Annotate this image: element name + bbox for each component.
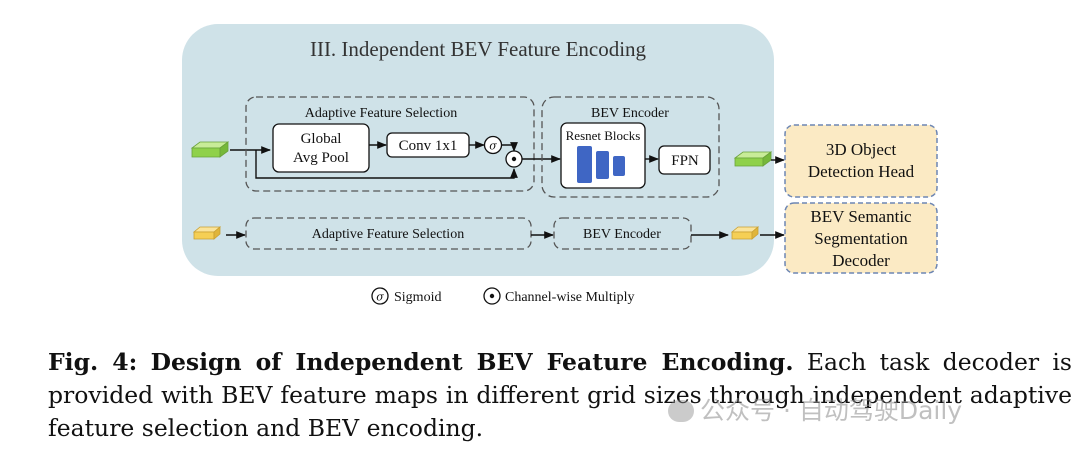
yellow-feature-map-input	[192, 226, 222, 240]
global-avg-pool-line1: Global	[301, 131, 342, 147]
legend-channel-wise-label: Channel-wise Multiply	[505, 290, 635, 305]
legend: σ Sigmoid Channel-wise Multiply	[371, 287, 635, 305]
segmentation-decoder-line3: Decoder	[832, 251, 890, 270]
fpn-label: FPN	[671, 153, 699, 169]
segmentation-decoder-line2: Segmentation	[814, 229, 908, 248]
figure-caption: Fig. 4: Design of Independent BEV Featur…	[48, 346, 1072, 445]
watermark-text: 公众号 · 自动驾驶Daily	[700, 396, 963, 425]
detection-head-line1: 3D Object	[826, 140, 897, 159]
conv-1x1-label: Conv 1x1	[399, 138, 458, 154]
legend-sigmoid-icon: σ	[371, 287, 389, 305]
detection-head-box	[784, 124, 938, 198]
sigmoid-icon: σ	[483, 135, 503, 155]
fpn-box	[658, 145, 711, 175]
panel-background	[182, 24, 774, 276]
resnet-blocks-icon	[577, 146, 625, 183]
caption-text: Each task decoder is provided with BEV f…	[48, 348, 1072, 442]
channel-wise-multiply-icon	[505, 150, 523, 168]
panel-title: III. Independent BEV Feature Encoding	[310, 37, 647, 61]
caption-label: Fig. 4:	[48, 348, 138, 376]
caption-title: Design of Independent BEV Feature Encodi…	[150, 348, 794, 376]
wechat-icon	[668, 400, 694, 422]
svg-text:σ: σ	[376, 291, 384, 304]
green-feature-map-input	[190, 141, 230, 158]
segmentation-decoder-line1: BEV Semantic	[810, 207, 912, 226]
detection-head-line2: Detection Head	[808, 162, 915, 181]
afs-label-bottom: Adaptive Feature Selection	[312, 227, 464, 242]
bev-encoder-box-bottom	[553, 217, 692, 250]
global-avg-pool-box	[272, 123, 370, 173]
afs-label-top: Adaptive Feature Selection	[305, 106, 457, 121]
segmentation-decoder-box	[784, 202, 938, 274]
bev-encoding-diagram: III. Independent BEV Feature Encoding Ad…	[182, 24, 938, 305]
global-avg-pool-line2: Avg Pool	[293, 150, 349, 166]
bev-encoder-label-top: BEV Encoder	[591, 106, 669, 121]
resnet-blocks-label: Resnet Blocks	[566, 128, 641, 143]
legend-channel-wise-multiply-icon	[483, 287, 501, 305]
afs-box-top	[245, 96, 535, 192]
bev-encoder-box-top	[541, 96, 720, 198]
svg-text:σ: σ	[489, 140, 497, 153]
afs-box-bottom	[245, 217, 532, 250]
yellow-feature-map-output	[730, 226, 760, 240]
watermark: 公众号 · 自动驾驶Daily	[668, 391, 962, 427]
bev-encoder-label-bottom: BEV Encoder	[583, 227, 661, 242]
legend-sigmoid-label: Sigmoid	[394, 290, 441, 305]
green-feature-map-output	[733, 151, 773, 167]
